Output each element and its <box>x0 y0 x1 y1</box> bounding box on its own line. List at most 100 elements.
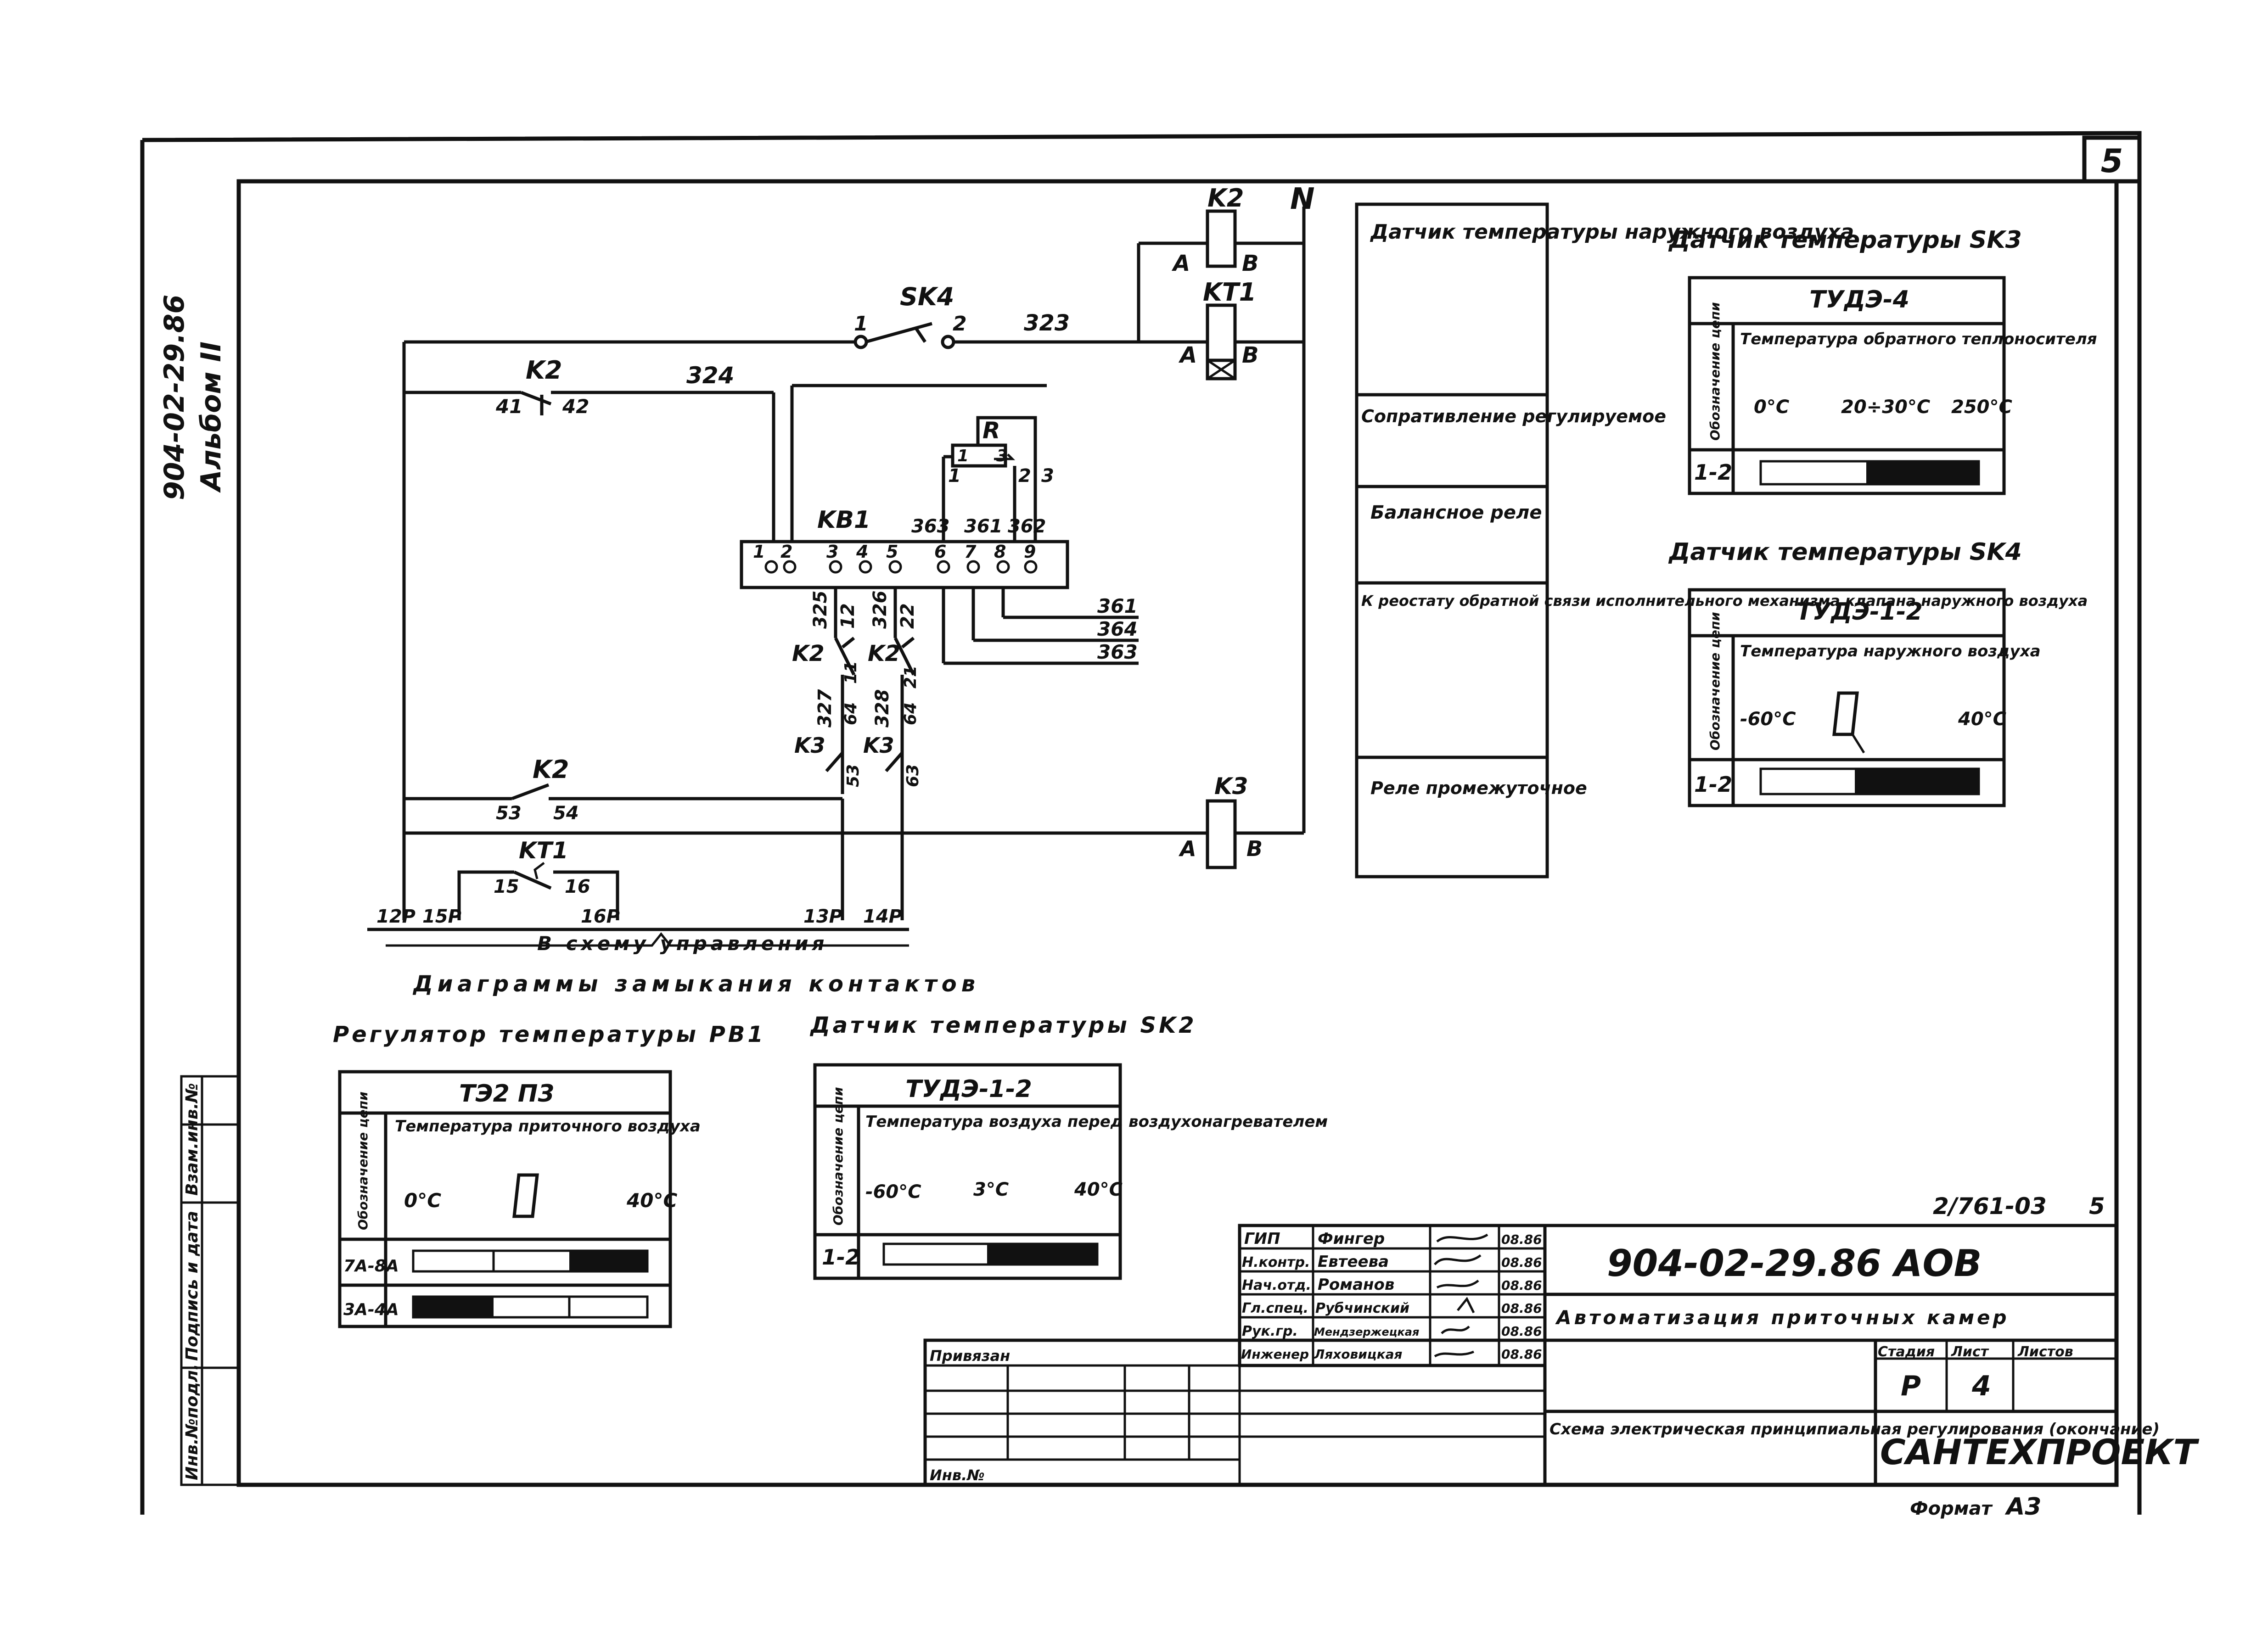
sk4-label: SK4 <box>900 282 954 311</box>
svg-text:K2: K2 <box>868 641 900 666</box>
legend-item-2: Сопративление регулируемое <box>1361 406 1666 426</box>
svg-text:21: 21 <box>901 666 920 688</box>
svg-text:363: 363 <box>911 516 950 537</box>
svg-text:41: 41 <box>495 395 522 418</box>
svg-text:53: 53 <box>496 803 522 824</box>
svg-text:40°C: 40°C <box>1958 709 2006 730</box>
svg-text:324: 324 <box>686 362 734 389</box>
svg-text:Мендзержецкая: Мендзержецкая <box>1314 1326 1419 1338</box>
svg-text:1: 1 <box>948 465 961 487</box>
k2-coil <box>1206 209 1237 268</box>
people-list: ГИП Фингер 08.86 Н.контр. Евтеева 08.86 … <box>1241 1230 1542 1362</box>
svg-text:22: 22 <box>897 603 918 629</box>
svg-text:325: 325 <box>810 591 831 629</box>
sk2-table: Датчик температуры SK2 ТУДЭ-1-2 Температ… <box>809 1013 1328 1280</box>
svg-text:K2: K2 <box>533 755 569 784</box>
svg-text:6: 6 <box>934 542 946 562</box>
svg-text:1-2: 1-2 <box>1694 460 1732 485</box>
svg-text:20÷30°C: 20÷30°C <box>1841 397 1930 418</box>
svg-text:327: 327 <box>814 689 836 727</box>
svg-text:В: В <box>1242 342 1259 368</box>
svg-text:Евтеева: Евтеева <box>1318 1253 1389 1271</box>
svg-text:08.86: 08.86 <box>1501 1232 1542 1247</box>
svg-text:3°C: 3°C <box>973 1179 1009 1200</box>
svg-text:Температура наружного воздуха: Температура наружного воздуха <box>1740 642 2041 660</box>
svg-text:13P: 13P <box>803 906 842 927</box>
svg-text:Рубчинский: Рубчинский <box>1315 1300 1409 1316</box>
svg-text:40°C: 40°C <box>626 1189 677 1212</box>
svg-text:Стадия: Стадия <box>1878 1344 1935 1360</box>
kb1-terminals: 1 2 3 4 5 6 7 8 9 <box>753 542 1038 574</box>
svg-text:Романов: Романов <box>1318 1276 1394 1294</box>
svg-text:Лист: Лист <box>1951 1344 1989 1360</box>
svg-text:12P: 12P <box>376 906 415 927</box>
legend-table: Датчик температуры наружного воздуха Соп… <box>1355 202 2088 879</box>
svg-text:64: 64 <box>842 702 860 725</box>
svg-text:Датчик температуры SK3: Датчик температуры SK3 <box>1668 226 2022 254</box>
sk4-table: Датчик температуры SK4 ТУДЭ-1-2 Температ… <box>1668 538 2041 807</box>
svg-text:Температура обратного теплонос: Температура обратного теплоносителя <box>1740 330 2097 348</box>
svg-text:Рук.гр.: Рук.гр. <box>1242 1323 1298 1339</box>
svg-text:Обозначение цепи: Обозначение цепи <box>1707 612 1723 750</box>
svg-text:7А-8А: 7А-8А <box>343 1257 399 1276</box>
svg-text:ТУДЭ-1-2: ТУДЭ-1-2 <box>1796 598 1923 626</box>
svg-text:Ляховицкая: Ляховицкая <box>1314 1347 1403 1362</box>
svg-text:А3: А3 <box>2004 1493 2041 1521</box>
svg-text:K3: K3 <box>1214 773 1248 800</box>
svg-text:1-2: 1-2 <box>1694 772 1732 797</box>
kb1-terminal-block <box>740 540 1069 589</box>
svg-text:9: 9 <box>1024 542 1036 562</box>
svg-text:-60°C: -60°C <box>865 1181 921 1203</box>
svg-text:2: 2 <box>1018 465 1031 487</box>
svg-text:K2: K2 <box>792 641 825 666</box>
sheet-number: 5 <box>2101 142 2123 180</box>
svg-text:ТУДЭ-1-2: ТУДЭ-1-2 <box>905 1075 1032 1103</box>
svg-text:54: 54 <box>553 803 579 824</box>
svg-text:12: 12 <box>837 603 859 629</box>
left-stamp-strip: Инв.№подл. Подпись и дата Взам.инв.№ <box>180 1075 240 1486</box>
svg-text:Балансное реле: Балансное реле <box>1370 502 1542 523</box>
svg-text:KT1: KT1 <box>1203 278 1256 307</box>
svg-text:323: 323 <box>1024 310 1070 336</box>
sk3-table: Датчик температуры SK3 ТУДЭ-4 Температур… <box>1668 226 2097 495</box>
svg-text:Р: Р <box>1901 1370 1921 1402</box>
svg-text:11: 11 <box>842 661 860 684</box>
diagrams-title: Диаграммы замыкания контактов <box>412 971 980 997</box>
svg-text:Датчик температуры SK2: Датчик температуры SK2 <box>809 1013 1197 1038</box>
svg-text:А: А <box>1178 342 1197 368</box>
svg-text:1: 1 <box>753 542 765 562</box>
svg-text:Сопративление регулируемое: Сопративление регулируемое <box>1361 406 1666 426</box>
svg-text:250°C: 250°C <box>1951 397 2012 418</box>
svg-text:Температура воздуха перед возд: Температура воздуха перед воздухонагрева… <box>865 1113 1328 1131</box>
svg-text:8: 8 <box>994 542 1006 562</box>
svg-text:64: 64 <box>901 702 920 725</box>
svg-text:ТУДЭ-4: ТУДЭ-4 <box>1809 286 1909 313</box>
svg-text:08.86: 08.86 <box>1501 1255 1542 1270</box>
svg-text:42: 42 <box>562 395 589 418</box>
svg-text:0°C: 0°C <box>404 1189 441 1212</box>
svg-text:В: В <box>1242 251 1259 276</box>
svg-text:364: 364 <box>1097 618 1138 640</box>
svg-text:Инв.№: Инв.№ <box>930 1466 985 1484</box>
svg-text:361: 361 <box>964 516 1003 537</box>
svg-text:Гл.спец.: Гл.спец. <box>1242 1300 1308 1316</box>
signatures <box>1434 1233 1488 1358</box>
svg-text:63: 63 <box>904 764 922 787</box>
pb1-table: Регулятор температуры PB1 ТЭ2 П3 Темпера… <box>333 1022 763 1328</box>
svg-text:14P: 14P <box>863 906 902 927</box>
designation: 904-02-29.86 АОВ <box>1607 1242 1982 1285</box>
svg-text:3: 3 <box>826 542 838 562</box>
svg-text:3: 3 <box>996 447 1008 465</box>
svg-text:Н.контр.: Н.контр. <box>1242 1254 1310 1270</box>
svg-text:16P: 16P <box>581 906 620 927</box>
svg-text:K2: K2 <box>526 356 562 385</box>
n-bus-label: N <box>1290 182 1315 216</box>
svg-text:40°C: 40°C <box>1074 1179 1123 1200</box>
svg-text:В: В <box>1246 836 1263 861</box>
svg-text:Обозначение цепи: Обозначение цепи <box>1707 302 1723 441</box>
svg-text:328: 328 <box>872 689 893 728</box>
schematic: N K2 А В KT1 А В SK4 1 2 323 <box>367 182 1315 955</box>
side-album: Альбом II <box>195 341 227 493</box>
svg-text:Привязан: Привязан <box>930 1347 1010 1365</box>
svg-text:15: 15 <box>494 876 519 897</box>
